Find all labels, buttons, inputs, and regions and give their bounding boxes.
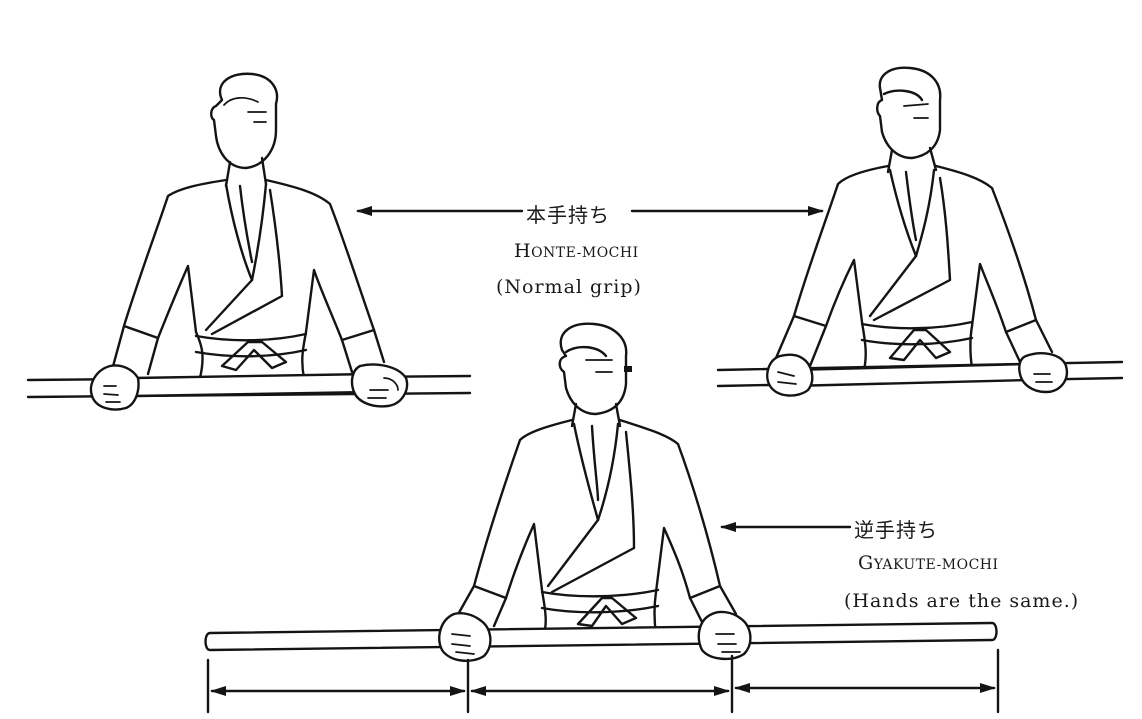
staff-division-markers bbox=[206, 648, 1000, 714]
gyakute-japanese-label: 逆手持ち bbox=[854, 518, 938, 542]
honte-romaji-label: HONTE-MOCHI bbox=[514, 240, 639, 262]
figure-honte-right bbox=[716, 66, 1124, 397]
figure-gyakute-center bbox=[204, 322, 998, 662]
gyakute-romaji-label: GYAKUTE-MOCHI bbox=[858, 552, 999, 574]
honte-japanese-label: 本手持ち bbox=[526, 203, 610, 227]
figure-honte-left bbox=[26, 72, 472, 411]
honte-english-label: (Normal grip) bbox=[496, 276, 642, 298]
gyakute-english-label: (Hands are the same.) bbox=[844, 590, 1080, 612]
